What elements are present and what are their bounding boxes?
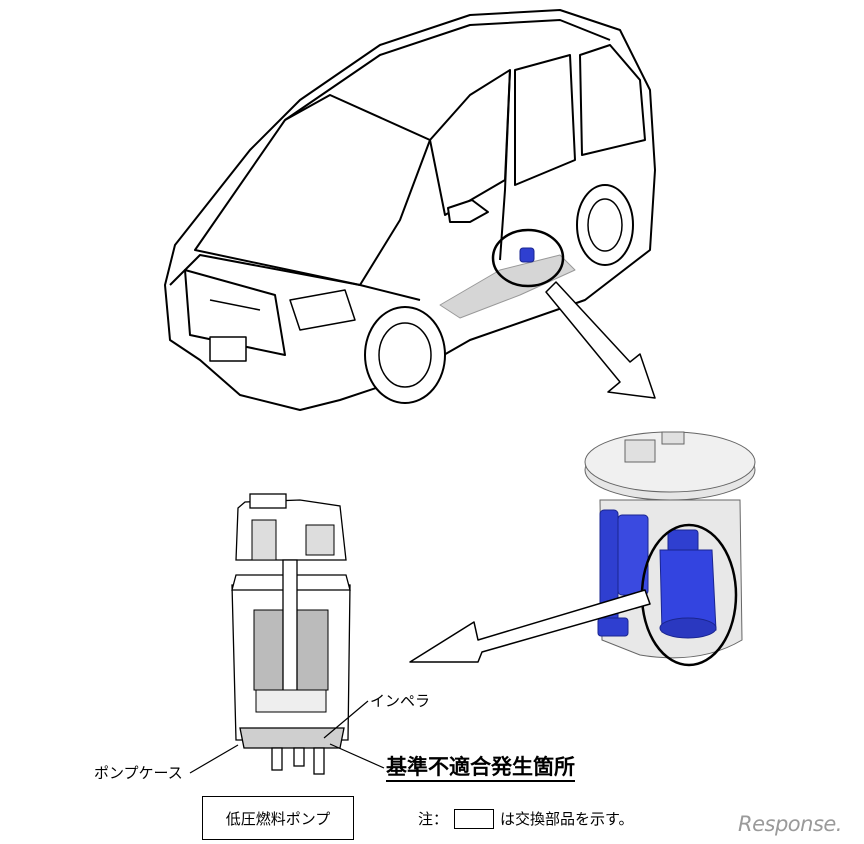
arrow-to-pump xyxy=(409,589,651,663)
response-logo: Response. xyxy=(738,812,842,836)
note-legend-box xyxy=(454,808,495,829)
arrow-to-module xyxy=(545,281,656,399)
impeller-label: インペラ xyxy=(370,692,431,710)
nonconformity-location-label: 基準不適合発生箇所 xyxy=(386,756,575,782)
pumpcase-leader xyxy=(189,744,239,774)
part-name-label: 低圧燃料ポンプ xyxy=(225,809,331,828)
leader-lines xyxy=(189,700,385,774)
note-prefix: 注： xyxy=(418,810,449,828)
impeller-leader xyxy=(323,700,369,739)
van-illustration xyxy=(164,9,656,411)
replacement-note: 注： は交換部品を示す。 xyxy=(418,808,634,829)
pump-case-label: ポンプケース xyxy=(94,764,183,782)
nc-leader xyxy=(329,743,385,769)
note-suffix: は交換部品を示す。 xyxy=(500,810,634,828)
pump-cutaway xyxy=(231,493,351,775)
fuel-pump-module xyxy=(584,431,756,667)
part-name-box: 低圧燃料ポンプ xyxy=(202,796,354,840)
